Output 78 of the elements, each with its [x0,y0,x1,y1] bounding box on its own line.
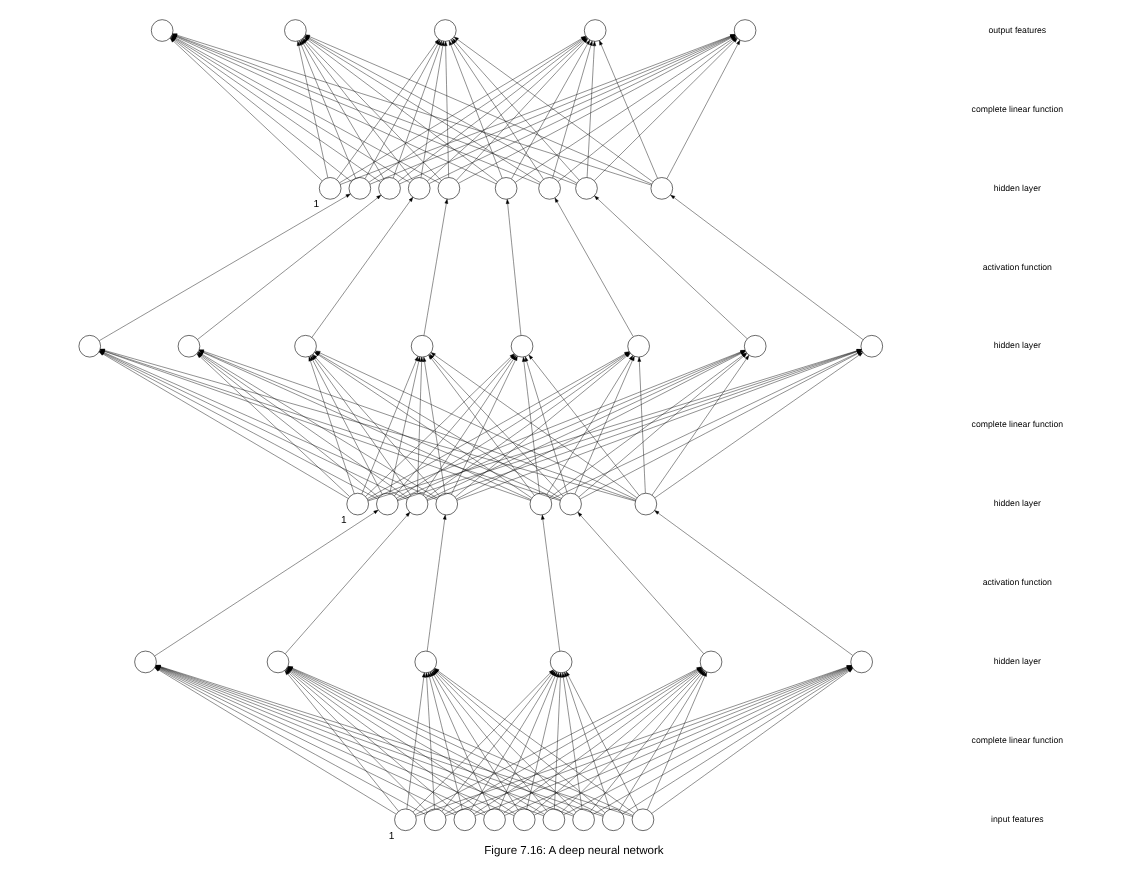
arrow [405,672,425,810]
arrow [523,356,567,494]
arrow [450,39,543,180]
node-circle [434,492,457,516]
arrow [450,355,517,495]
arrow [653,510,852,656]
node-circle [345,492,368,516]
arrow [421,356,445,494]
arrow [309,355,382,495]
arrow [553,197,633,337]
arrow [388,356,420,494]
arrow [364,353,514,497]
arrow [284,512,410,654]
node-circle [633,492,656,516]
arrow [669,194,863,340]
arrow [560,672,582,810]
arrow [391,40,441,179]
arrow [617,671,705,811]
arrow [428,354,563,497]
arrow [422,198,448,336]
node-circle [347,177,370,200]
arrow [296,41,327,178]
node-circle [436,177,460,200]
arrow [307,356,354,494]
arrow [360,356,418,495]
arrow [521,356,539,494]
arrow [196,194,381,340]
node-circle [318,177,341,200]
arrow [363,40,440,179]
node-circle [77,335,100,358]
node-circle [393,808,416,831]
arrow [553,672,562,809]
arrow [421,355,516,496]
arrow [419,41,444,178]
arrow [310,197,413,338]
arrow [593,195,747,339]
arrow [665,40,740,179]
arrow [540,514,559,652]
arrow [448,40,502,179]
node-circle [423,808,446,831]
arrow [573,356,634,495]
arrow [564,671,638,811]
node-circle [571,808,594,831]
arrow [298,40,355,179]
arrow [153,509,378,657]
arrow [525,672,559,810]
node-circle [541,808,565,831]
arrow [425,514,446,652]
arrow [545,355,633,495]
arrow [427,354,534,496]
arrow [299,39,384,180]
node-circle [512,808,535,831]
node-circle [630,808,654,831]
arrow [576,512,703,654]
node-circle [649,177,672,200]
arrow [393,354,515,497]
arrow [650,355,749,496]
arrow [551,40,592,178]
node-circle [601,808,624,831]
arrow [646,671,706,810]
arrow [598,40,657,179]
arrow [310,355,410,496]
arrow [335,39,439,180]
arrow [442,41,448,178]
node-circle [133,650,156,674]
arrow [636,356,645,494]
arrow [301,39,412,180]
arrow [416,356,423,494]
arrow [563,672,610,810]
arrow [585,41,596,178]
node-circle [537,177,560,200]
node-circle [482,808,505,831]
arrow [98,193,350,341]
node-circle [375,492,398,516]
node-circle [452,808,475,831]
node-circle [528,492,551,516]
arrow [504,199,521,336]
node-circle [493,177,517,200]
